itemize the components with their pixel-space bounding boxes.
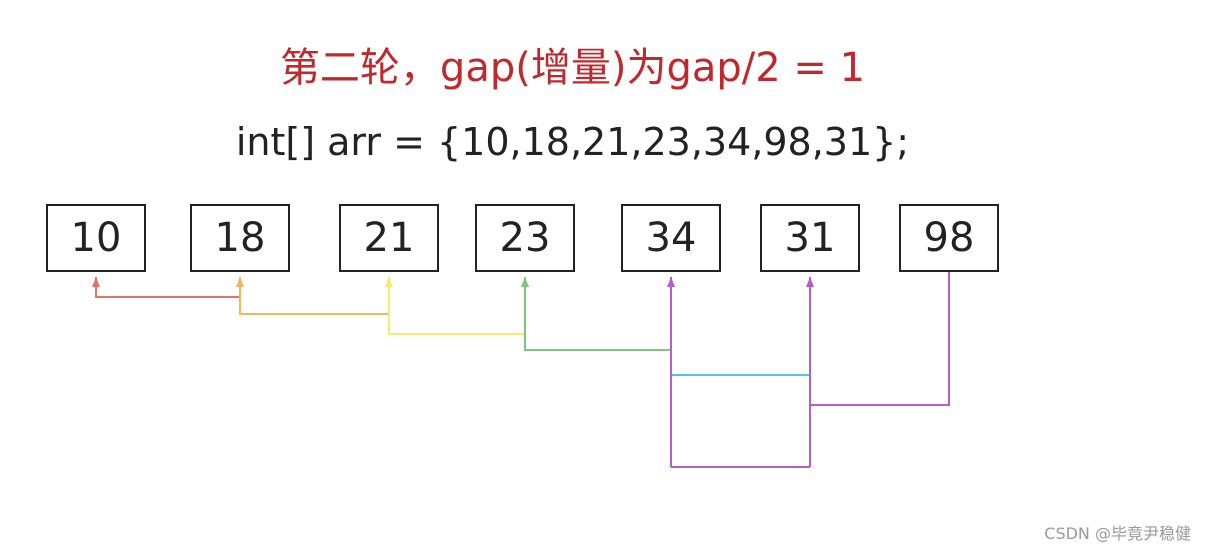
- array-element-box: 34: [621, 204, 721, 272]
- array-element-box: 18: [190, 204, 290, 272]
- connector-purple-98-31: [810, 272, 950, 406]
- array-element-box: 23: [475, 204, 575, 272]
- array-element-box: 98: [899, 204, 999, 272]
- diagram-title: 第二轮，gap(增量)为gap/2 = 1: [279, 45, 866, 91]
- connector-green: [521, 277, 671, 351]
- array-declaration: int[] arr = {10,18,21,23,34,98,31};: [235, 120, 910, 164]
- connector-red: [92, 277, 240, 298]
- watermark: CSDN @毕竟尹稳健: [1044, 524, 1191, 543]
- array-element-box: 10: [46, 204, 146, 272]
- array-element-box: 31: [760, 204, 860, 272]
- array-element-box: 21: [339, 204, 439, 272]
- connector-orange: [236, 277, 389, 315]
- connector-yellow: [385, 277, 525, 335]
